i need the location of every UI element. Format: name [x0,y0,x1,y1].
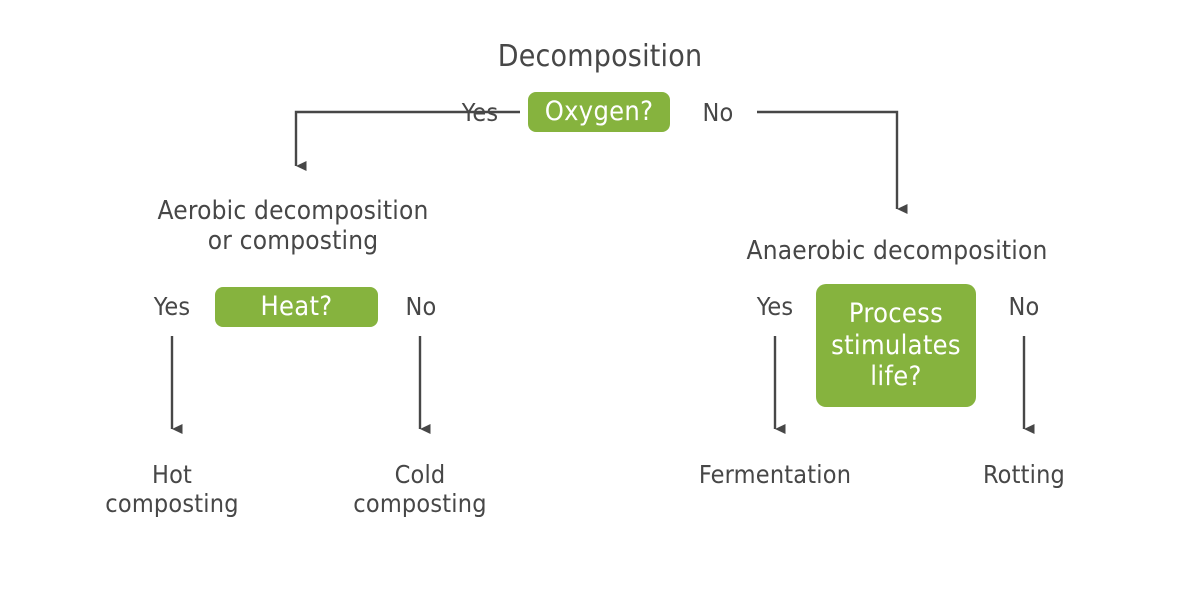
outcome-cold-composting: Cold composting [353,460,487,518]
decision-chip-heat[interactable]: Heat? [215,287,378,327]
outcome-rotting: Rotting [982,460,1066,489]
decision-chip-process-stimulates-life[interactable]: Process stimulates life? [816,284,976,407]
stage-aerobic-decomposition: Aerobic decomposition or composting [157,196,429,257]
branch-label-oxygen-yes: Yes [461,98,499,127]
page-title: Decomposition [497,39,703,74]
branch-label-heat-yes: Yes [153,292,191,321]
branch-label-process-yes: Yes [756,292,794,321]
outcome-fermentation: Fermentation [698,460,852,489]
branch-label-process-no: No [1008,292,1040,321]
decision-chip-oxygen[interactable]: Oxygen? [528,92,670,132]
stage-anaerobic-decomposition: Anaerobic decomposition [746,236,1048,266]
edge-oxygen-no [757,110,908,214]
outcome-hot-composting: Hot composting [105,460,239,518]
branch-label-oxygen-no: No [702,98,734,127]
branch-label-heat-no: No [405,292,437,321]
